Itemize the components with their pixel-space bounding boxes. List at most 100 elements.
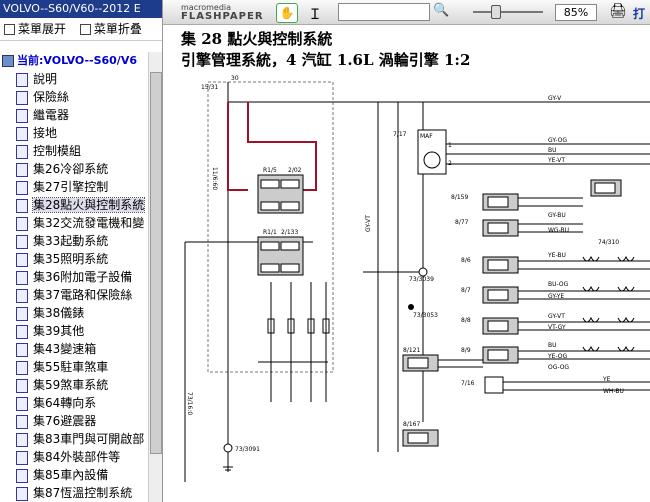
tree-item-label: 集28點火與控制系統 [31, 197, 146, 213]
text-select-button[interactable]: Ｉ [308, 4, 322, 24]
label-74-310: 74/310 [598, 239, 619, 246]
tree-item[interactable]: 集32交流發電機和變 [0, 214, 148, 232]
label-73-16: 73/16:0 [186, 392, 193, 415]
tree-item-label: 集27引擎控制 [33, 180, 109, 194]
tree-item-label: 集39其他 [33, 324, 85, 338]
label-bu-2: BU [548, 342, 557, 349]
viewer-toolbar: macromedia FLASHPAPER ✋ Ｉ 🔍 85% 🖨 打 [163, 0, 650, 25]
label-relay-r11: R1/1 [263, 229, 277, 236]
signal-wires [438, 143, 650, 391]
tree-item[interactable]: 集76避震器 [0, 412, 148, 430]
label-relay-r15: R1/5 [263, 167, 277, 174]
wiring-diagram: 30 15/31 11/6:60 R1/5 2/02 R1/1 2/133 MA… [184, 75, 650, 482]
document-icon [16, 468, 28, 483]
sensor-8-77 [482, 219, 519, 237]
label-wh-bu: WH-BU [603, 388, 624, 395]
tree-item[interactable]: 集38儀錶 [0, 304, 148, 322]
tree-item-label: 集38儀錶 [33, 306, 85, 320]
splice-73-3039 [418, 267, 428, 277]
document-icon [16, 486, 28, 501]
tree-scrollbar[interactable] [148, 52, 162, 502]
document-icon [16, 306, 28, 321]
label-15-31: 15/31 [201, 84, 218, 91]
tree-item[interactable]: 集33起動系統 [0, 232, 148, 250]
red-wire-1 [227, 102, 248, 191]
sensor-8-167 [402, 429, 439, 447]
tree-root[interactable]: 当前:VOLVO--S60/V6 [0, 52, 148, 70]
tree-item[interactable]: 集87恆溫控制系統 [0, 484, 148, 502]
tree-item[interactable]: 集83車門與可開啟部 [0, 430, 148, 448]
label-gy-ye: GY-YE [548, 293, 564, 300]
tree-item[interactable]: 集35照明系統 [0, 250, 148, 268]
tree-item[interactable]: 集85車內設備 [0, 466, 148, 484]
document-icon [16, 414, 28, 429]
ground-73-3091 [223, 443, 233, 453]
label-8-9: 8/9 [461, 347, 471, 354]
print-label[interactable]: 打 [633, 7, 646, 21]
toc-tree: 当前:VOLVO--S60/V6 說明保險絲繼電器接地控制模組集26冷卻系統集2… [0, 52, 148, 502]
tree-item[interactable]: 集28點火與控制系統 [0, 196, 148, 214]
zoom-slider-handle[interactable] [491, 5, 501, 19]
tree-item[interactable]: 集59煞車系統 [0, 376, 148, 394]
label-bu: BU [548, 147, 557, 154]
flashpaper-logo: macromedia FLASHPAPER [181, 3, 264, 22]
tree-item[interactable]: 保險絲 [0, 88, 148, 106]
label-gy-v: GY-V [548, 95, 562, 102]
window-title: VOLVO--S60/V60--2012 E [0, 0, 162, 18]
red-wire-2 [247, 102, 317, 191]
label-73-3039: 73/3039 [409, 276, 434, 283]
tree-item[interactable]: 繼電器 [0, 106, 148, 124]
find-input[interactable] [338, 3, 430, 21]
label-8-8: 8/8 [461, 317, 471, 324]
zoom-level[interactable]: 85% [555, 4, 597, 21]
document-icon [16, 234, 28, 249]
tree-item[interactable]: 集36附加電子設備 [0, 268, 148, 286]
document-viewer: macromedia FLASHPAPER ✋ Ｉ 🔍 85% 🖨 打 集 28… [163, 0, 650, 502]
tree-root-label: 当前:VOLVO--S60/V6 [17, 54, 137, 67]
tree-item[interactable]: 集26冷卻系統 [0, 160, 148, 178]
label-bu-og: BU-OG [548, 281, 569, 288]
sensor-8-8 [482, 317, 519, 335]
label-ye: YE [602, 376, 611, 383]
tree-item-label: 集32交流發電機和變 [33, 216, 145, 230]
expand-button[interactable]: 菜單展开 [4, 22, 66, 36]
document-icon [16, 216, 28, 231]
tree-item-label: 繼電器 [33, 108, 70, 122]
label-pin-2: 2 [448, 160, 452, 167]
zoom-slider[interactable] [473, 11, 543, 13]
document-icon [16, 162, 28, 177]
hand-tool-button[interactable]: ✋ [276, 3, 298, 23]
tree-item[interactable]: 集43變速箱 [0, 340, 148, 358]
scrollbar-thumb[interactable] [150, 72, 162, 454]
label-gy-vt: GY-VT [548, 313, 565, 320]
document-icon [16, 288, 28, 303]
label-8-6: 8/6 [461, 257, 471, 264]
tree-item[interactable]: 集84外裝部件等 [0, 448, 148, 466]
expand-icon [4, 24, 15, 35]
search-icon[interactable]: 🔍 [433, 3, 450, 18]
printer-icon[interactable]: 🖨 [609, 3, 627, 19]
tree-item[interactable]: 說明 [0, 70, 148, 88]
label-ye-vt: YE-VT [547, 157, 565, 164]
label-vt-gy: VT-GY [548, 324, 566, 331]
tree-item[interactable]: 集37電路和保險絲 [0, 286, 148, 304]
tree-item[interactable]: 接地 [0, 124, 148, 142]
label-8-121: 8/121 [403, 347, 420, 354]
collapse-button[interactable]: 菜單折叠 [79, 22, 142, 36]
label-wg-bu: WG-BU [548, 227, 569, 234]
tree-item[interactable]: 集39其他 [0, 322, 148, 340]
tree-item-label: 集33起動系統 [33, 234, 109, 248]
connector-right [590, 179, 622, 197]
expand-label: 菜單展开 [18, 22, 67, 36]
tree-item[interactable]: 集64轉向系 [0, 394, 148, 412]
document-icon [16, 360, 28, 375]
tree-item[interactable]: 控制模組 [0, 142, 148, 160]
tree-item-label: 集64轉向系 [33, 396, 97, 410]
fuse-row [258, 282, 330, 402]
tree-item[interactable]: 集55駐車煞車 [0, 358, 148, 376]
sensor-8-121 [402, 354, 439, 372]
splice-73-3053 [408, 304, 414, 310]
label-maf: MAF [420, 133, 433, 140]
tree-item[interactable]: 集27引擎控制 [0, 178, 148, 196]
tree-item-label: 集55駐車煞車 [33, 360, 109, 374]
